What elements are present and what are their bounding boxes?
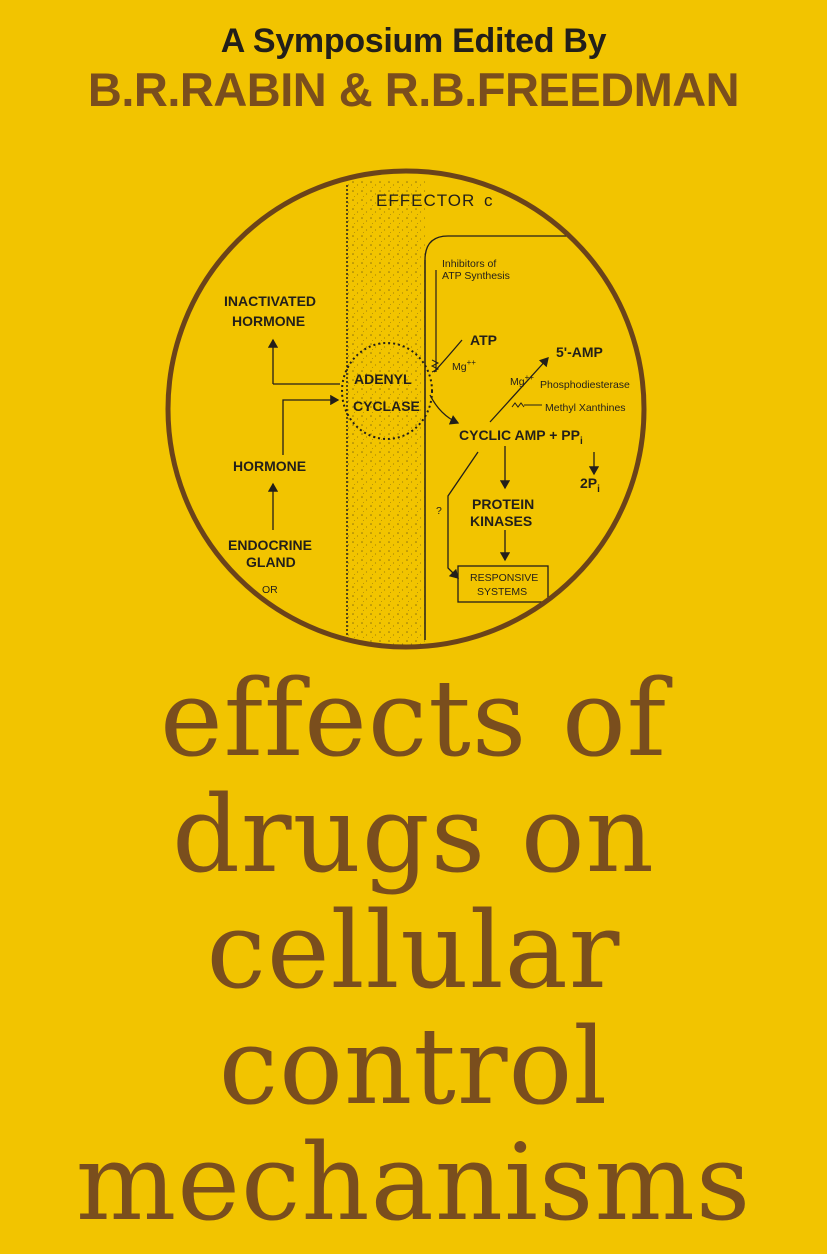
label-mg2: Mg++ bbox=[510, 373, 534, 388]
label-adenyl: ADENYL bbox=[354, 371, 412, 387]
label-inactivated-2: HORMONE bbox=[232, 313, 305, 329]
label-or-cut: OR bbox=[262, 584, 278, 596]
label-responsive: RESPONSIVE bbox=[470, 572, 538, 584]
label-hormone: HORMONE bbox=[233, 458, 306, 474]
title-line-2: drugs on bbox=[172, 773, 655, 896]
label-effector: EFFECTOR bbox=[376, 191, 475, 210]
label-kinases: KINASES bbox=[470, 513, 532, 529]
label-inhibitors-2: ATP Synthesis bbox=[442, 270, 510, 282]
magnifier-circle bbox=[165, 168, 647, 650]
label-phosphodiesterase: Phosphodiesterase bbox=[540, 379, 630, 391]
label-inactivated-1: INACTIVATED bbox=[224, 293, 316, 309]
label-cyclase: CYCLASE bbox=[353, 398, 420, 414]
symposium-credit: A Symposium Edited By bbox=[220, 22, 607, 60]
adenyl-cyclase-enzyme bbox=[341, 342, 433, 440]
label-mg1: Mg++ bbox=[452, 358, 476, 373]
label-endocrine-2: GLAND bbox=[246, 554, 296, 570]
label-protein: PROTEIN bbox=[472, 496, 534, 512]
label-atp: ATP bbox=[470, 332, 497, 348]
label-methyl-xanthines: Methyl Xanthines bbox=[545, 402, 626, 414]
title-line-3: cellular bbox=[206, 889, 621, 1012]
label-inhibitors-1: Inhibitors of bbox=[442, 258, 496, 270]
label-2pi: 2Pi bbox=[580, 475, 600, 495]
title-line-1: effects of bbox=[159, 657, 668, 780]
label-endocrine-1: ENDOCRINE bbox=[228, 537, 312, 553]
title-line-4: control bbox=[218, 1005, 609, 1128]
cyclic-amp-diagram: EFFECTOR c Inhibitors of ATP Synthesis I… bbox=[165, 168, 647, 650]
cell-membrane bbox=[347, 180, 425, 647]
label-question: ? bbox=[436, 505, 442, 517]
label-5-amp: 5'-AMP bbox=[556, 344, 603, 360]
title-line-5: mechanisms bbox=[75, 1121, 752, 1244]
responsive-systems-box bbox=[457, 565, 549, 603]
label-cyclic-amp: CYCLIC AMP + PPi bbox=[459, 427, 583, 447]
editors-names: B.R.RABIN & R.B.FREEDMAN bbox=[87, 63, 740, 116]
diagram-contents: EFFECTOR c Inhibitors of ATP Synthesis I… bbox=[224, 180, 640, 647]
label-effector-cut: c bbox=[484, 191, 493, 210]
label-systems: SYSTEMS bbox=[477, 586, 527, 598]
